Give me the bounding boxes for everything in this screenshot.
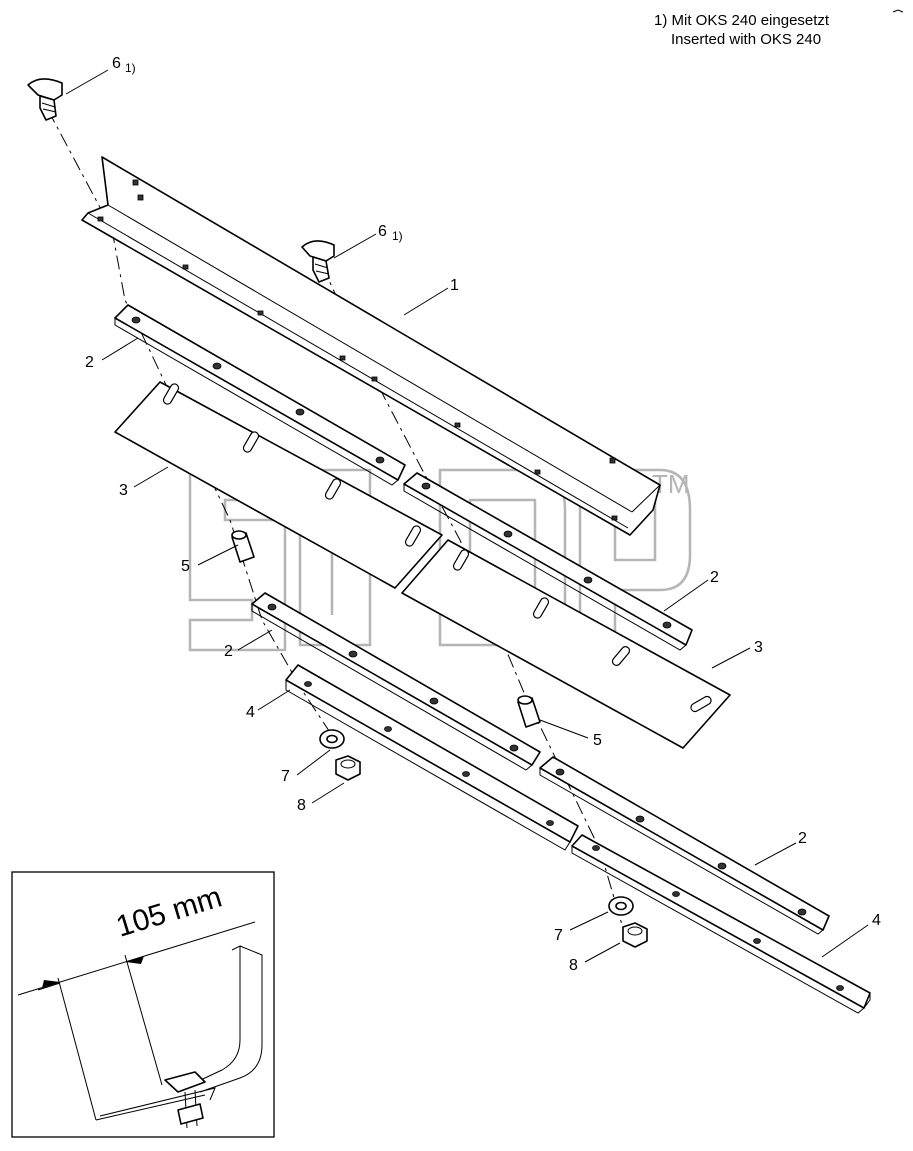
angle-4-lower-left xyxy=(285,664,579,851)
callout-7-left: 7 xyxy=(281,768,290,785)
seal-sheet-lower-right xyxy=(401,539,731,749)
washer-icon xyxy=(319,729,345,749)
nut-icon xyxy=(335,755,361,781)
callout-2-upper-right: 2 xyxy=(710,569,719,586)
callout-5-left: 5 xyxy=(181,558,190,575)
angle-profile xyxy=(81,156,661,536)
bolt-icon xyxy=(27,78,63,121)
callout-5-right: 5 xyxy=(593,732,602,749)
callout-1: 1 xyxy=(450,277,459,294)
strip-2-upper-left xyxy=(114,304,406,486)
nut-icon xyxy=(622,922,648,948)
strip-2-lower-right xyxy=(539,756,830,935)
washer-icon xyxy=(608,896,634,916)
callout-4-right: 4 xyxy=(872,912,881,929)
callout-3-right: 3 xyxy=(754,639,763,656)
callout-2-lower-left: 2 xyxy=(224,643,233,660)
callout-7-right: 7 xyxy=(554,927,563,944)
callout-6-lower: 6 xyxy=(378,223,387,240)
callout-6-upper-note: 1) xyxy=(125,61,136,75)
angle-4-lower-right xyxy=(571,834,871,1014)
bolt-icon xyxy=(301,240,335,283)
callout-6-upper: 6 xyxy=(112,55,121,72)
sleeve-icon xyxy=(231,530,255,563)
callout-2-lower-right: 2 xyxy=(798,830,807,847)
callout-2-upper-left: 2 xyxy=(85,354,94,371)
footnote-german: 1) Mit OKS 240 eingesetzt xyxy=(654,12,830,29)
callout-4-left: 4 xyxy=(246,704,255,721)
callout-6-lower-note: 1) xyxy=(392,229,403,243)
strip-2-upper-right xyxy=(403,472,693,651)
corner-mark xyxy=(892,9,904,13)
callout-3-upper-left: 3 xyxy=(119,482,128,499)
callout-8-left: 8 xyxy=(297,797,306,814)
footnote-english: Inserted with OKS 240 xyxy=(671,31,822,48)
seal-sheet-upper-left xyxy=(114,381,443,589)
sleeve-icon xyxy=(517,695,541,728)
detail-inset: 105 mm xyxy=(11,871,275,1138)
callout-8-right: 8 xyxy=(569,957,578,974)
strip-2-lower-left xyxy=(251,592,541,771)
